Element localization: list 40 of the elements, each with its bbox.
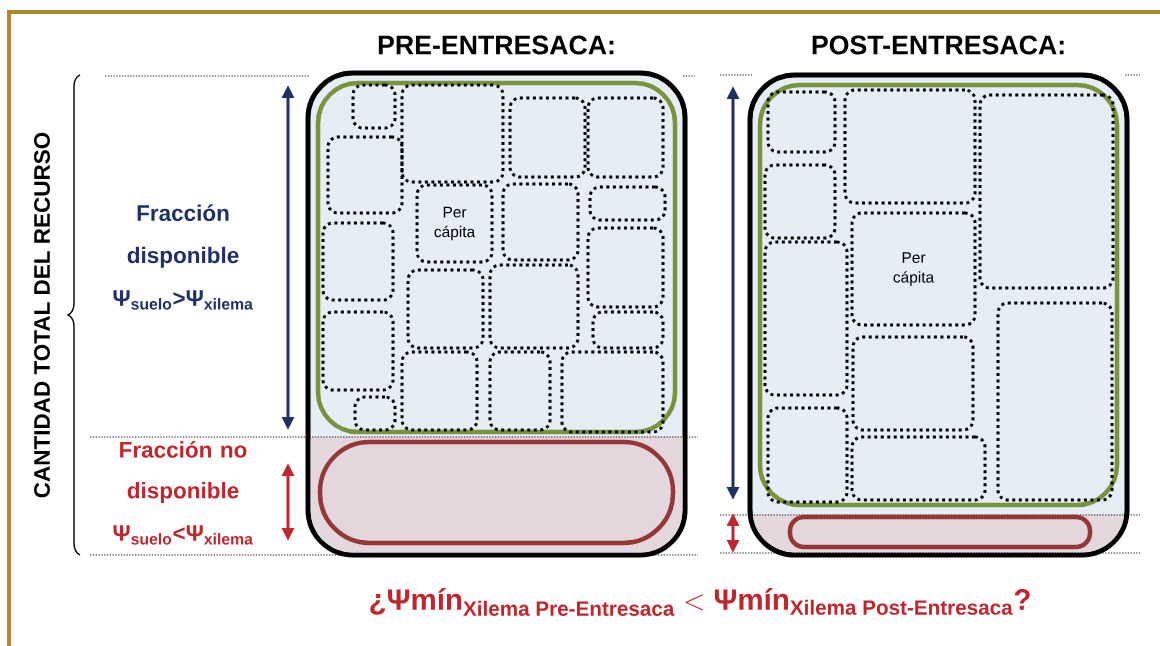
formula-label: Ψ$_{suelo}$<Ψ$_{xilema}$ xyxy=(113,525,253,545)
dotted-cell xyxy=(488,350,552,432)
dotted-cell xyxy=(763,163,837,240)
dotted-cell xyxy=(763,240,849,397)
dotted-cell xyxy=(843,88,977,205)
dotted-cell: Per cápita xyxy=(415,183,494,264)
fraction-label: Fracción no disponible xyxy=(120,441,247,503)
dotted-cell xyxy=(321,221,395,302)
rounded-frame xyxy=(757,82,1120,508)
fraction-label: Fracción disponible xyxy=(127,204,239,268)
dotted-cell xyxy=(400,83,505,184)
dotted-cell xyxy=(406,268,485,350)
dotted-cell xyxy=(588,185,667,222)
dotted-cell xyxy=(501,182,580,262)
dotted-cell xyxy=(766,90,837,154)
vertical-label: CANTIDAD TOTAL DEL RECURSO xyxy=(34,132,50,498)
dotted-cell xyxy=(488,263,580,350)
dotted-cell xyxy=(351,83,397,130)
dotted-cell xyxy=(560,350,665,434)
dotted-cell xyxy=(591,310,665,350)
heading: PRE-ENTRESACA: xyxy=(378,35,614,55)
formula-label: Ψ$_{suelo}$>Ψ$_{xilema}$ xyxy=(113,290,253,310)
dotted-cell xyxy=(851,335,975,432)
dotted-cell xyxy=(850,435,987,502)
dotted-cell xyxy=(400,350,479,432)
dotted-cell: Per cápita xyxy=(850,211,977,327)
pill-shape xyxy=(317,439,676,546)
dotted-cell xyxy=(326,135,404,215)
dotted-cell xyxy=(508,96,587,179)
question-text: $\text{¿Ψmín}_{\text{Xilema Pre-Entresaca}} < \text{Ψmín}_{\text{Xilema Post-Entresaca}}\text{?}$ xyxy=(370,588,1030,616)
dotted-cell xyxy=(586,226,665,309)
dotted-cell xyxy=(766,406,849,504)
dotted-cell xyxy=(978,93,1115,290)
dotted-cell xyxy=(996,301,1114,502)
dotted-cell xyxy=(586,96,665,179)
dotted-cell xyxy=(353,395,397,432)
dotted-cell xyxy=(321,310,395,392)
rounded-frame xyxy=(315,80,678,435)
pill-shape xyxy=(787,514,1093,550)
heading: POST-ENTRESACA: xyxy=(812,35,1064,55)
